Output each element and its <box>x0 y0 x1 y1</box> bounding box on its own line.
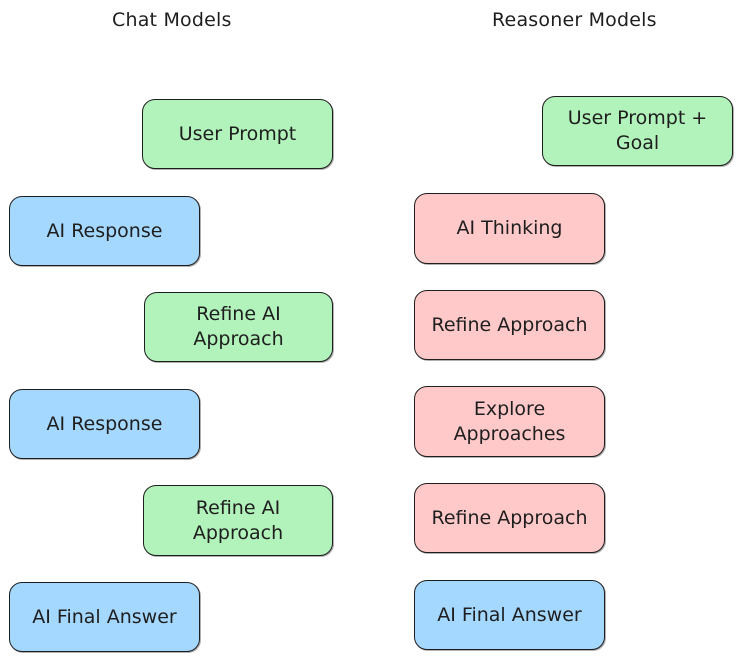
reasoner-final-answer-label: AI Final Answer <box>437 603 582 626</box>
chat-refine-approach-label-2: Refine AI Approach <box>192 496 284 544</box>
reasoner-user-prompt-label: User Prompt + Goal <box>567 107 708 154</box>
reasoner-user-prompt-box: User Prompt + Goal <box>542 96 733 166</box>
reasoner-refine-approach-label-1: Refine Approach <box>431 313 588 336</box>
reasoner-explore-approaches-box: Explore Approaches <box>414 386 605 457</box>
chat-final-answer-box: AI Final Answer <box>9 582 200 652</box>
chat-models-title: Chat Models <box>112 9 232 31</box>
reasoner-ai-thinking-label: AI Thinking <box>456 217 563 239</box>
chat-user-prompt-box: User Prompt <box>142 99 333 169</box>
chat-refine-approach-box-2: Refine AI Approach <box>143 485 333 556</box>
reasoner-explore-approaches-label: Explore Approaches <box>453 397 566 445</box>
chat-refine-approach-box-1: Refine AI Approach <box>144 292 333 362</box>
reasoner-refine-approach-label-2: Refine Approach <box>431 506 588 529</box>
reasoner-refine-approach-box-1: Refine Approach <box>414 290 605 360</box>
chat-final-answer-label: AI Final Answer <box>32 605 177 628</box>
chat-refine-approach-label-1: Refine AI Approach <box>193 303 284 350</box>
chat-user-prompt-label: User Prompt <box>178 122 297 145</box>
chat-ai-response-label-2: AI Response <box>46 412 163 435</box>
reasoner-final-answer-box: AI Final Answer <box>414 580 605 650</box>
chat-ai-response-box-2: AI Response <box>9 389 200 459</box>
chat-ai-response-box-1: AI Response <box>9 196 200 266</box>
reasoner-ai-thinking-box: AI Thinking <box>414 193 605 264</box>
chat-ai-response-label-1: AI Response <box>46 219 163 242</box>
reasoner-refine-approach-box-2: Refine Approach <box>414 483 605 553</box>
reasoner-models-title: Reasoner Models <box>492 9 657 31</box>
